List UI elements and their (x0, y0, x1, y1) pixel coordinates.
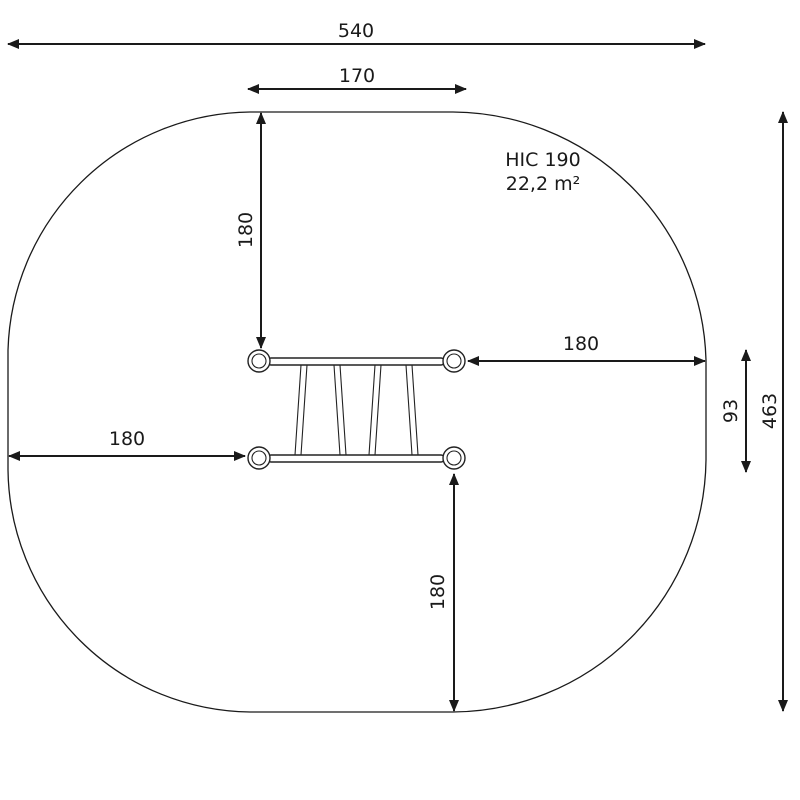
bottom-rail (267, 454, 445, 463)
top-rail (267, 357, 445, 366)
equipment-depth-label: 93 (720, 399, 742, 423)
hic-label: HIC 190 (505, 149, 580, 171)
right-clearance-label: 180 (563, 333, 599, 355)
rung-2 (333, 364, 347, 456)
overall-width-label: 540 (338, 20, 374, 42)
post-top-right (442, 349, 466, 373)
post-bottom-right (442, 446, 466, 470)
safety-surface-outline (7, 111, 707, 713)
rung-4 (405, 364, 419, 456)
overall-height-label: 463 (759, 393, 781, 429)
play-equipment (247, 349, 466, 470)
rung-3 (368, 364, 382, 456)
top-segment-label: 170 (339, 65, 375, 87)
post-bottom-left (247, 446, 271, 470)
bottom-clearance-label: 180 (427, 574, 449, 610)
top-clearance-label: 180 (235, 212, 257, 248)
post-top-left (247, 349, 271, 373)
area-label: 22,2 m² (506, 173, 580, 195)
rung-1 (294, 364, 308, 456)
left-clearance-label: 180 (109, 428, 145, 450)
